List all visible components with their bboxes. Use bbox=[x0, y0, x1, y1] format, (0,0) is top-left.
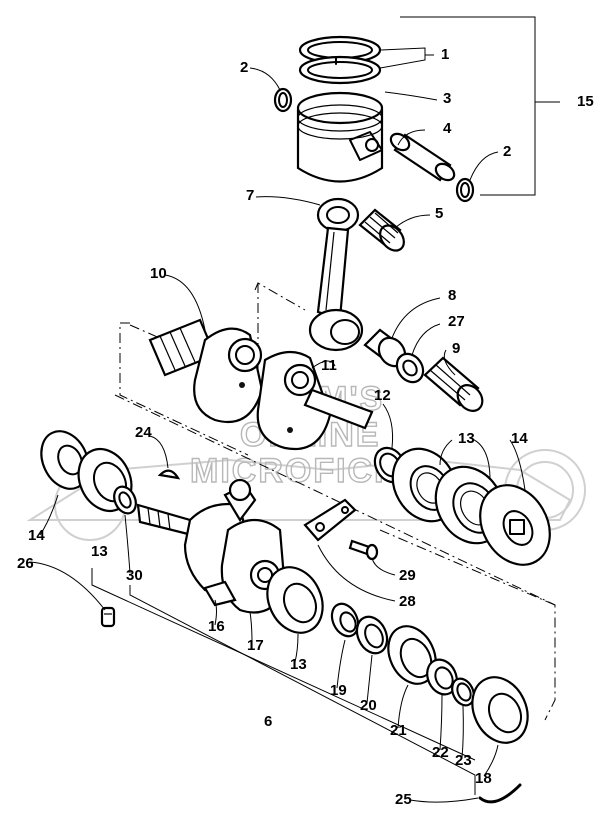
piston-rings bbox=[298, 35, 382, 85]
circlips bbox=[273, 87, 475, 203]
big-end-parts bbox=[363, 328, 484, 412]
piston bbox=[296, 91, 384, 183]
left-bearings bbox=[40, 430, 137, 515]
upper-bearings bbox=[373, 446, 551, 566]
part-callout-24: 24 bbox=[135, 424, 152, 441]
wrist-pin bbox=[389, 132, 456, 182]
part-callout-29: 29 bbox=[399, 567, 416, 584]
part-callout-3: 3 bbox=[443, 90, 451, 107]
leader-lines bbox=[29, 47, 526, 803]
part-callout-7: 7 bbox=[246, 187, 254, 204]
part-callout-17: 17 bbox=[247, 637, 264, 654]
part-callout-16: 16 bbox=[208, 618, 225, 635]
small-end-bearing bbox=[358, 208, 405, 252]
part-callout-15: 15 bbox=[577, 93, 594, 110]
part-callout-9: 9 bbox=[452, 340, 460, 357]
part-callout-13: 13 bbox=[458, 430, 475, 447]
part-callout-5: 5 bbox=[435, 205, 443, 222]
part-callout-2: 2 bbox=[503, 143, 511, 160]
crank-half-right bbox=[256, 350, 374, 451]
connecting-rod bbox=[308, 197, 364, 352]
lower-bearings bbox=[266, 566, 529, 804]
woodruff-key bbox=[157, 469, 181, 480]
part-callout-10: 10 bbox=[150, 265, 167, 282]
part-callout-20: 20 bbox=[360, 697, 377, 714]
locating-pin bbox=[100, 606, 116, 628]
part-callout-23: 23 bbox=[455, 752, 472, 769]
part-callout-11: 11 bbox=[321, 357, 337, 374]
part-callout-12: 12 bbox=[374, 387, 391, 404]
assembly-bracket-15 bbox=[400, 16, 560, 196]
part-callout-14: 14 bbox=[28, 527, 45, 544]
part-callout-4: 4 bbox=[443, 120, 452, 137]
part-callout-28: 28 bbox=[399, 593, 416, 610]
part-callout-19: 19 bbox=[330, 682, 347, 699]
part-callout-6: 6 bbox=[264, 713, 272, 730]
crankshaft-assembly bbox=[136, 478, 287, 614]
part-callout-1: 1 bbox=[441, 46, 449, 63]
part-callout-25: 25 bbox=[395, 791, 412, 808]
part-callout-30: 30 bbox=[126, 567, 143, 584]
part-callout-14: 14 bbox=[511, 430, 528, 447]
part-callout-2: 2 bbox=[240, 59, 248, 76]
crank-half-left bbox=[148, 318, 264, 424]
part-callout-13: 13 bbox=[91, 543, 108, 560]
part-callout-13: 13 bbox=[290, 656, 307, 673]
assembly-bracket-6 bbox=[91, 568, 476, 795]
part-callout-22: 22 bbox=[432, 744, 449, 761]
plate-and-screw bbox=[303, 498, 379, 561]
part-callout-8: 8 bbox=[448, 287, 456, 304]
part-callout-26: 26 bbox=[17, 555, 34, 572]
part-callout-21: 21 bbox=[390, 722, 407, 739]
part-callout-18: 18 bbox=[475, 770, 492, 787]
part-callout-27: 27 bbox=[448, 313, 465, 330]
